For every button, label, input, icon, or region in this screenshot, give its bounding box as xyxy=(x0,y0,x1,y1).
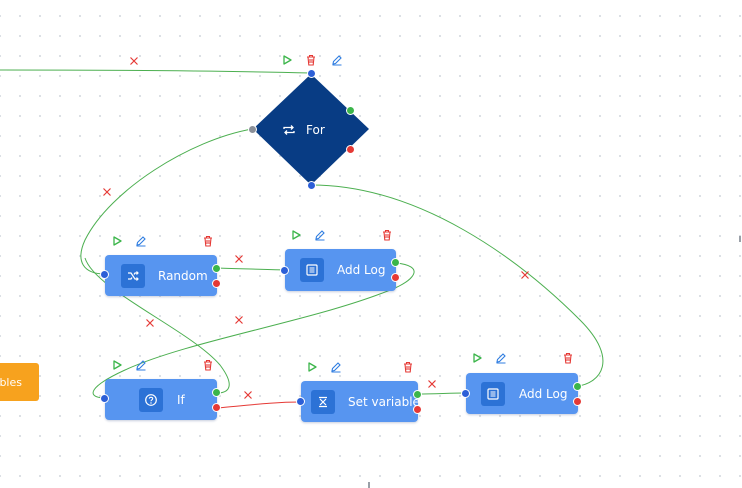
edit-icon[interactable] xyxy=(330,361,342,373)
for-success-port[interactable] xyxy=(346,106,355,115)
if-input-port[interactable] xyxy=(100,394,109,403)
if-node[interactable]: If xyxy=(105,379,217,420)
random-input-port[interactable] xyxy=(100,270,109,279)
run-icon[interactable] xyxy=(471,352,483,364)
orange-partial-node[interactable]: bles xyxy=(0,363,39,401)
if-node-label: If xyxy=(177,392,185,407)
list-icon xyxy=(306,264,318,276)
list-icon xyxy=(487,387,499,400)
if-error-port[interactable] xyxy=(212,403,221,412)
edge-for-to-add-log-2[interactable] xyxy=(310,184,604,387)
run-icon[interactable] xyxy=(306,361,318,373)
edge-incoming-to-for[interactable] xyxy=(0,69,312,74)
variable-icon xyxy=(319,396,327,407)
add-log-2-input-port[interactable] xyxy=(461,389,470,398)
add-log-1-success-port[interactable] xyxy=(391,258,400,267)
for-node[interactable]: For xyxy=(282,121,342,139)
add-log-2-success-port[interactable] xyxy=(573,382,582,391)
delete-edge-icon[interactable] xyxy=(234,315,244,325)
add-log-2-toolbar xyxy=(471,352,575,366)
add-log-2-node[interactable]: Add Log xyxy=(466,373,578,414)
delete-icon[interactable] xyxy=(562,352,574,364)
edge-random-to-if[interactable] xyxy=(84,257,230,394)
edit-icon[interactable] xyxy=(495,352,507,364)
set-variable-node-label: Set variable xyxy=(348,394,420,409)
edge-random-to-add-log-1[interactable] xyxy=(216,267,286,271)
delete-edge-icon[interactable] xyxy=(129,56,139,66)
add-log-2-node-label: Add Log xyxy=(519,386,568,401)
if-success-port[interactable] xyxy=(212,388,221,397)
add-log-1-node-label: Add Log xyxy=(337,263,386,277)
orange-node-label: bles xyxy=(0,375,22,389)
random-node-label: Random xyxy=(158,268,208,283)
edit-icon[interactable] xyxy=(135,359,147,371)
add-log-1-node-icon-box xyxy=(300,258,324,282)
for-input-port[interactable] xyxy=(307,69,316,78)
run-icon[interactable] xyxy=(111,235,123,247)
if-node-icon-box xyxy=(139,387,163,412)
random-node-icon-box xyxy=(121,263,145,288)
add-log-2-node-icon-box xyxy=(481,381,505,406)
delete-edge-icon[interactable] xyxy=(102,187,112,197)
edge-for-to-random[interactable] xyxy=(80,128,253,275)
add-log-2-error-port[interactable] xyxy=(573,397,582,406)
random-success-port[interactable] xyxy=(212,264,221,273)
delete-icon[interactable] xyxy=(381,229,393,241)
edge-if-to-set-variable[interactable] xyxy=(216,401,301,409)
for-node-label: For xyxy=(306,123,325,137)
set-variable-node-icon-box xyxy=(311,389,335,414)
question-icon xyxy=(145,393,157,406)
delete-icon[interactable] xyxy=(402,361,414,373)
canvas-edge-mark xyxy=(739,236,741,242)
shuffle-icon xyxy=(128,270,139,281)
for-error-port[interactable] xyxy=(346,145,355,154)
for-node-shape[interactable] xyxy=(253,74,369,185)
run-icon[interactable] xyxy=(111,359,123,371)
set-variable-error-port[interactable] xyxy=(413,405,422,414)
delete-icon[interactable] xyxy=(202,359,214,371)
for-exit-port[interactable] xyxy=(307,181,316,190)
delete-icon[interactable] xyxy=(305,54,317,66)
delete-edge-icon[interactable] xyxy=(243,390,253,400)
set-variable-input-port[interactable] xyxy=(296,397,305,406)
set-variable-node[interactable]: Set variable xyxy=(301,381,420,422)
delete-edge-icon[interactable] xyxy=(145,318,155,328)
run-icon[interactable] xyxy=(290,229,302,241)
set-variable-toolbar xyxy=(306,361,416,375)
delete-edge-icon[interactable] xyxy=(234,254,244,264)
set-variable-success-port[interactable] xyxy=(413,390,422,399)
run-icon[interactable] xyxy=(281,54,293,66)
canvas-edge-mark xyxy=(368,482,370,488)
add-log-1-input-port[interactable] xyxy=(280,266,289,275)
delete-icon[interactable] xyxy=(202,235,214,247)
add-log-1-node[interactable]: Add Log xyxy=(285,249,396,291)
add-log-1-toolbar xyxy=(290,229,394,243)
random-error-port[interactable] xyxy=(212,279,221,288)
random-toolbar xyxy=(111,235,215,249)
random-node[interactable]: Random xyxy=(105,255,217,296)
if-toolbar xyxy=(111,359,215,373)
for-toolbar xyxy=(281,54,345,68)
add-log-1-error-port[interactable] xyxy=(391,273,400,282)
edge-set-variable-to-add-log-2[interactable] xyxy=(417,392,466,395)
delete-edge-icon[interactable] xyxy=(427,379,437,389)
delete-edge-icon[interactable] xyxy=(520,270,530,280)
for-loop-port[interactable] xyxy=(248,125,257,134)
edit-icon[interactable] xyxy=(135,235,147,247)
loop-icon xyxy=(283,125,295,135)
edge-add-log-1-loop-to-if[interactable] xyxy=(92,262,415,399)
edit-icon[interactable] xyxy=(314,229,326,241)
edit-icon[interactable] xyxy=(331,54,343,66)
